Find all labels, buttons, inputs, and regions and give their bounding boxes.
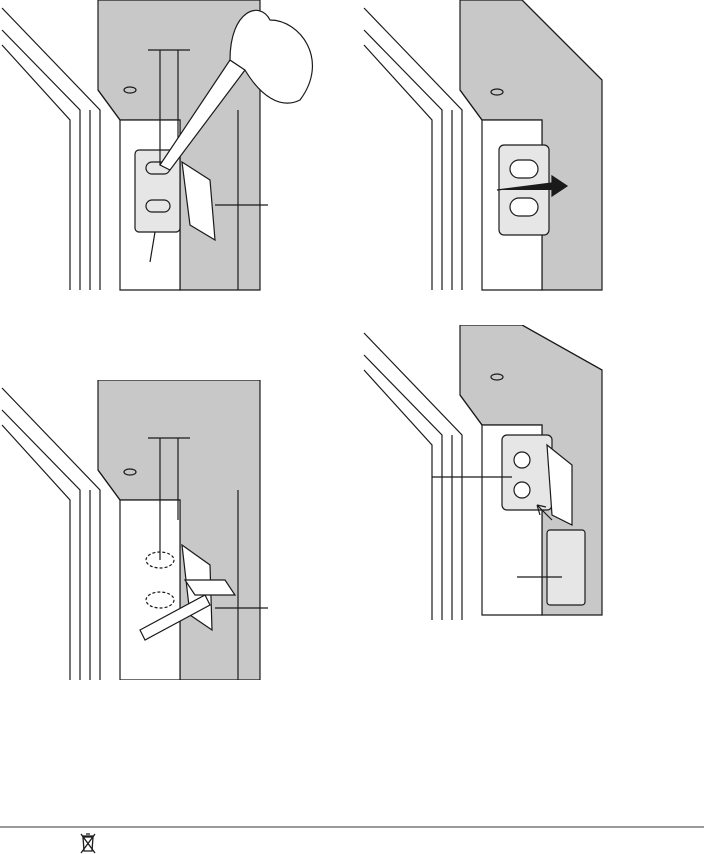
figure-screw-fix (0, 380, 340, 680)
figure-adjust-catch (362, 0, 702, 300)
footer-divider (0, 826, 704, 828)
figure-mark-position (0, 0, 340, 300)
weee-crossed-bin-icon (80, 832, 96, 854)
figure-fit-cover (362, 325, 702, 625)
